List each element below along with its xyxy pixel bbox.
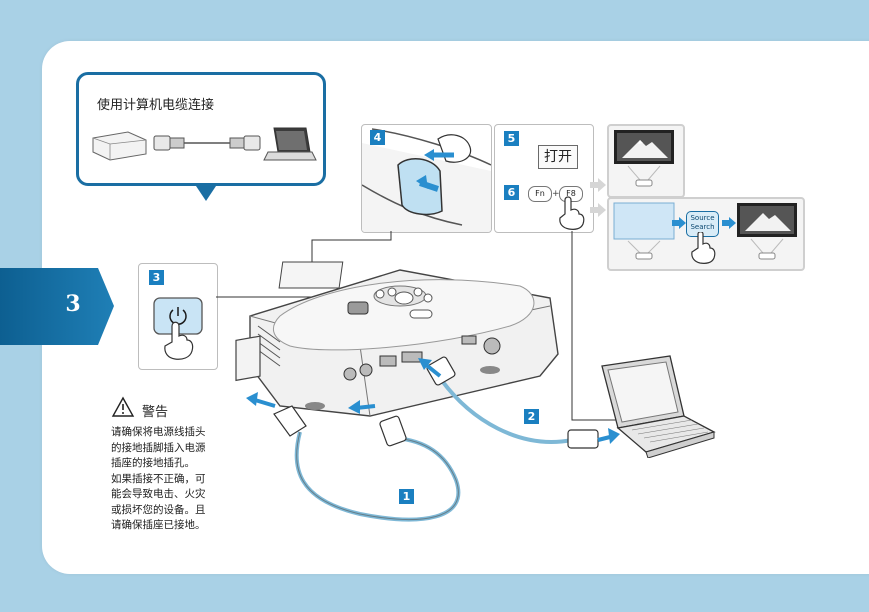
step-badge-1: 1 [399, 489, 414, 504]
turn-on-label: 打开 [538, 145, 578, 169]
control-buttons [375, 287, 433, 319]
projected-image-icon [614, 130, 674, 187]
arrow-right-icon [672, 217, 686, 229]
key-plus: + [552, 189, 560, 199]
warning-line: 的接地插脚插入电源 [111, 441, 206, 454]
warning-line: 插座的接地插孔。 [111, 457, 195, 469]
blank-screen-icon [613, 202, 675, 260]
rear-ports [343, 335, 501, 381]
projector-illustration [249, 261, 559, 417]
power-plug-icon [273, 405, 407, 447]
vga-connector-icon [426, 356, 599, 449]
warning-title: 警告 [142, 405, 169, 420]
step-badge-4: 4 [370, 130, 385, 145]
warning-line: 请确保插座已接地。 [111, 519, 206, 531]
section-tab [0, 268, 114, 345]
power-button-illustration [153, 297, 203, 360]
power-button [347, 301, 369, 315]
arrow-right-icon [590, 178, 606, 192]
callout-title: 使用计算机电缆连接 [97, 98, 215, 113]
arrow-right-icon [590, 203, 606, 217]
warning-line: 如果插接不正确，可 [111, 472, 206, 485]
vent [257, 325, 281, 367]
warning-body: 请确保将电源线插头 的接地插脚插入电源 插座的接地插孔。 如果插接不正确，可 能… [111, 425, 251, 534]
arrow-right-icon [722, 217, 736, 229]
section-number: 3 [65, 291, 81, 317]
wall-outlet-icon [235, 335, 261, 382]
mini-laptop-icon [263, 127, 317, 161]
pressing-hand-icon [559, 196, 585, 230]
callout-pointer [194, 183, 218, 201]
connection-diagram [92, 127, 317, 161]
step-badge-5: 5 [504, 131, 519, 146]
step-badge-6: 6 [504, 185, 519, 200]
step-badge-2: 2 [524, 409, 539, 424]
pressing-hand-icon [691, 232, 716, 264]
warning-icon [111, 396, 135, 417]
source-search-line2: Search [690, 223, 715, 231]
fn-key: Fn [528, 186, 552, 202]
warning-line: 请确保将电源线插头 [111, 426, 206, 438]
warning-line: 或损坏您的设备。且 [111, 503, 206, 516]
vga-cable-icon [153, 135, 261, 151]
projected-image-icon [737, 203, 797, 260]
lens-cover-panel [361, 124, 492, 233]
source-search-line1: Source [690, 214, 715, 222]
warning-line: 能会导致电击、火灾 [111, 488, 206, 500]
mini-projector-icon [92, 131, 147, 161]
step-badge-3: 3 [149, 270, 164, 285]
laptop-illustration [601, 355, 716, 458]
lens-cover-illustration [362, 128, 491, 232]
